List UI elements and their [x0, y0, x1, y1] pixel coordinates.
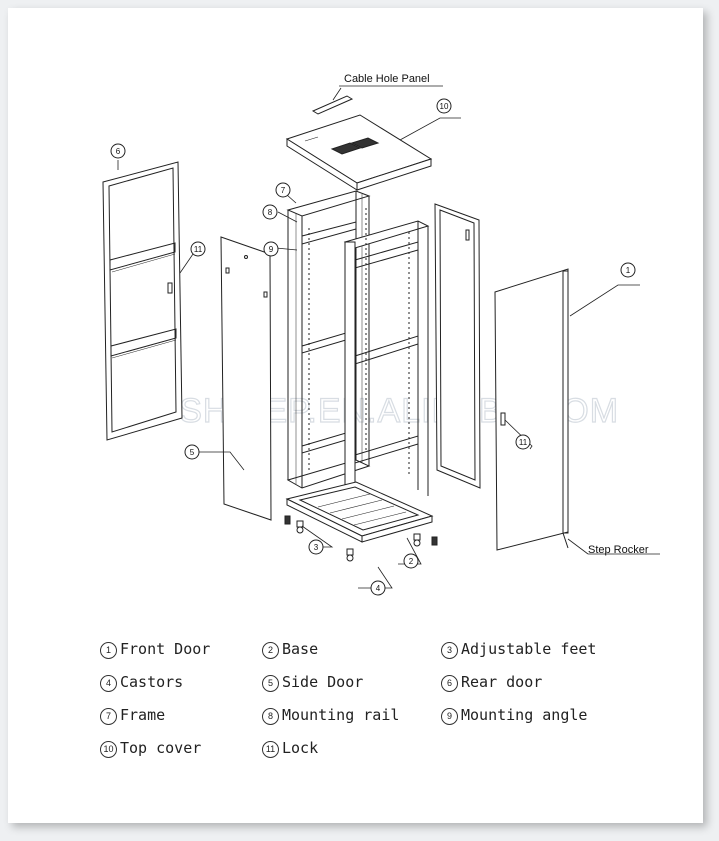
- callout-circles: [110, 98, 636, 596]
- callout-7: 7: [281, 186, 286, 195]
- legend-number: 3: [441, 642, 458, 659]
- callout-6: 6: [116, 147, 121, 156]
- legend-label: Mounting angle: [461, 706, 588, 724]
- legend-number: 4: [100, 675, 117, 692]
- cable-hole-panel-label: Cable Hole Panel: [344, 73, 430, 85]
- castors: [296, 520, 421, 562]
- legend-number: 9: [441, 708, 458, 725]
- step-rocker-label: Step Rocker: [588, 544, 649, 556]
- side-door-right: [434, 203, 481, 489]
- legend-number: 1: [100, 642, 117, 659]
- legend-number: 6: [441, 675, 458, 692]
- callout-2: 2: [409, 557, 414, 566]
- callout-9: 9: [269, 245, 274, 254]
- frame: [286, 190, 430, 513]
- legend-number: 8: [262, 708, 279, 725]
- top-cover: [285, 114, 433, 191]
- callout-1: 1: [626, 266, 631, 275]
- legend-number: 10: [100, 741, 117, 758]
- legend-number: 7: [100, 708, 117, 725]
- front-door: [494, 268, 569, 551]
- legend-label: Rear door: [461, 673, 543, 691]
- legend-label: Side Door: [282, 673, 364, 691]
- legend-number: 5: [262, 675, 279, 692]
- legend-label: Frame: [120, 706, 166, 724]
- side-door-left: [220, 236, 272, 521]
- adjustable-feet: [284, 515, 438, 546]
- callout-8: 8: [268, 208, 273, 217]
- rear-door: [102, 161, 183, 441]
- callout-10: 10: [440, 102, 449, 111]
- callout-3: 3: [314, 543, 319, 552]
- legend-label: Top cover: [120, 739, 202, 757]
- legend-number: 2: [262, 642, 279, 659]
- cable-hole-panel-part: [311, 95, 354, 115]
- legend-label: Lock: [282, 739, 319, 757]
- legend-label: Front Door: [120, 640, 211, 658]
- base: [285, 481, 434, 543]
- callout-11-rear: 11: [194, 245, 203, 254]
- legend-label: Mounting rail: [282, 706, 400, 724]
- callout-5: 5: [190, 448, 195, 457]
- legend-label: Castors: [120, 673, 184, 691]
- callout-4: 4: [376, 584, 381, 593]
- legend-label: Adjustable feet: [461, 640, 597, 658]
- legend-label: Base: [282, 640, 319, 658]
- legend-number: 11: [262, 741, 279, 758]
- callout-11-front: 11: [519, 438, 528, 447]
